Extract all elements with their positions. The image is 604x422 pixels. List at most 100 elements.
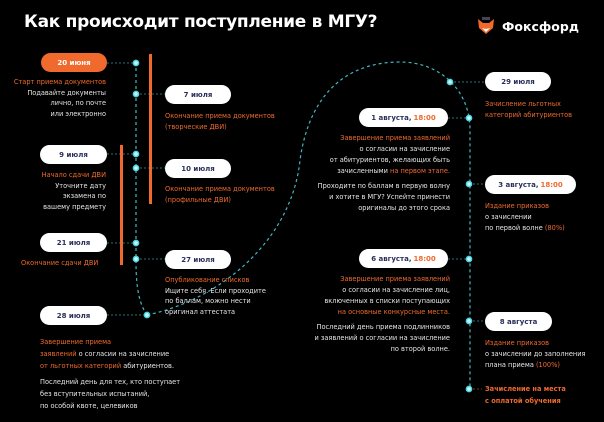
line: и заявлений о согласии на зачисление (314, 334, 450, 342)
event-title: Издание приказов (485, 202, 550, 210)
event-title: Начало сдачи ДВИ (41, 171, 106, 179)
timeline-dot (465, 385, 473, 393)
fox-icon (478, 17, 494, 34)
line: или электронно (50, 109, 106, 118)
line: оригиналы до этого срока (358, 204, 450, 212)
page-title: Как происходит поступление в МГУ? (24, 12, 378, 32)
event-text: Издание приказов о зачислении по первой … (485, 201, 565, 234)
event-text: Завершение приема заявлений о согласии н… (290, 133, 450, 214)
highlight: на первом этапе. (390, 167, 450, 175)
line: плана приема (485, 361, 536, 369)
line: зачисленными (337, 167, 391, 175)
date-pill: 8 августа (485, 312, 552, 331)
event-title: Опубликование списков (165, 276, 250, 284)
timeline-left-line (135, 62, 148, 316)
line: оригинал аттестата (165, 307, 236, 316)
line: о согласии на зачисление (76, 350, 170, 358)
line: без вступительных испытаний, (40, 390, 150, 398)
timeline-dot (132, 90, 140, 98)
line: Последний день приема подлинников (316, 323, 451, 331)
line: Ищите себя. Если проходите (165, 286, 266, 295)
line: экзамена по (63, 192, 106, 200)
line: по второй волне. (390, 345, 450, 353)
time: 18:00 (540, 180, 563, 189)
event-title: Завершение приема (40, 338, 112, 346)
line: о зачислении до заполнения (485, 350, 586, 358)
line: по баллам, можно нести (165, 297, 251, 305)
event-text: Окончание приема документов (профильные Д… (165, 184, 275, 205)
brand-logo: Фоксфорд (476, 16, 579, 36)
timeline-dot (132, 59, 140, 67)
line: по первой волне (485, 224, 545, 232)
timeline-dot (132, 255, 140, 263)
timeline-dot (465, 180, 473, 188)
event-title: заявлений (40, 350, 77, 358)
event-text: Завершение приема заявлений о согласии н… (40, 336, 180, 412)
line: о согласии на зачисление (359, 145, 450, 153)
line: Подавайте документы (27, 88, 106, 97)
date-pill: 29 июля (485, 72, 551, 91)
date: 6 августа, (371, 254, 412, 263)
timeline-dot (446, 78, 454, 86)
line: абитуриентов. (121, 362, 175, 370)
line: о согласии на зачисление лиц, (342, 286, 450, 294)
event-text: Начало сдачи ДВИ Уточните дату экзамена п… (16, 170, 106, 212)
line: категорий абитуриентов (485, 110, 573, 119)
date: 3 августа, (498, 180, 539, 189)
time: 18:00 (413, 113, 436, 122)
line: от абитуриентов, желающих быть (329, 156, 450, 164)
timeline-dot (132, 150, 140, 158)
line: о зачислении (485, 213, 532, 221)
date-pill: 21 июля (40, 233, 107, 252)
period-bar (149, 54, 152, 204)
highlight: от льготных категорий (40, 362, 122, 370)
event-text: Опубликование списков Ищите себя. Если п… (165, 275, 266, 317)
event-title: Завершение приема заявлений (340, 275, 450, 283)
line: Уточните дату (55, 181, 106, 190)
date-pill: 10 июля (165, 159, 231, 178)
date-pill: 7 июля (165, 85, 231, 104)
timeline-dot (132, 239, 140, 247)
timeline-dot (465, 114, 473, 122)
brand-name: Фоксфорд (502, 18, 579, 34)
timeline-dot (465, 255, 473, 263)
line: и хотите в МГУ? Успейте принести (329, 193, 450, 201)
event-title: Старт приема документов (13, 78, 106, 86)
event-title: Окончание сдачи ДВИ (21, 259, 99, 267)
line: Окончание приема документов (165, 112, 275, 120)
timeline-dot (465, 317, 473, 325)
line: (творческие ДВИ) (165, 122, 227, 131)
date-pill: 27 июля (165, 250, 231, 269)
event-text: Зачисление на места с оплатой обучения (485, 383, 566, 407)
event-text: Завершение приема заявлений о согласии н… (280, 274, 450, 355)
highlight: на основные конкурсные места. (337, 308, 450, 316)
highlight: (100%) (535, 361, 560, 369)
line: Зачисление на места (485, 385, 566, 393)
date-pill: 28 июля (40, 306, 107, 325)
timeline-dot (143, 311, 151, 319)
line: по особой квоте, целевиков (40, 402, 138, 410)
line: (профильные ДВИ) (165, 195, 231, 204)
event-text: Зачисление льготных категорий абитуриенто… (485, 99, 572, 120)
date-pill: 9 июля (40, 145, 107, 164)
timeline-dot (132, 164, 140, 172)
line: Проходите по баллам в первую волну (317, 182, 450, 190)
line: Зачисление льготных (485, 100, 561, 108)
line: с оплатой обучения (485, 397, 561, 405)
date-pill: 1 августа,18:00 (359, 108, 448, 127)
date-pill: 3 августа,18:00 (485, 175, 576, 194)
period-bar (120, 145, 123, 265)
line: вашему предмету (43, 202, 106, 211)
event-title: Издание приказов (485, 339, 550, 347)
line: лично, по почте (50, 99, 106, 107)
event-text: Издание приказов о зачислении до заполне… (485, 338, 585, 371)
event-title: Завершение приема заявлений (340, 134, 450, 142)
line: Последний день для тех, кто поступает (40, 378, 181, 386)
date: 1 августа, (371, 113, 412, 122)
line: Окончание приема документов (165, 185, 275, 193)
event-text: Старт приема документов Подавайте докуме… (0, 77, 106, 119)
date-pill: 6 августа,18:00 (359, 249, 448, 268)
highlight: (80%) (544, 224, 565, 232)
line: включенных в списки поступающих (324, 297, 450, 305)
